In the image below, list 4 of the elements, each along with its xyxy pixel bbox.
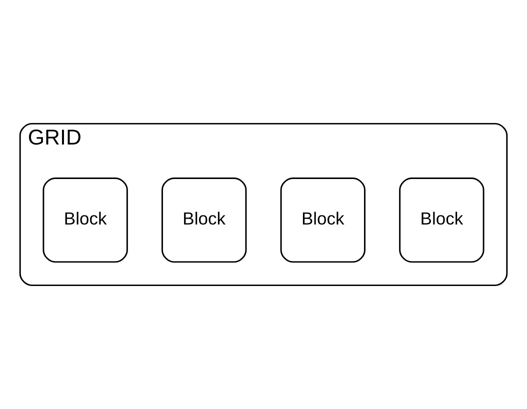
node-box: Block [399, 177, 484, 263]
node-box: Block [280, 177, 366, 263]
node-box: Block [162, 177, 247, 263]
node-box: Block [42, 177, 128, 263]
